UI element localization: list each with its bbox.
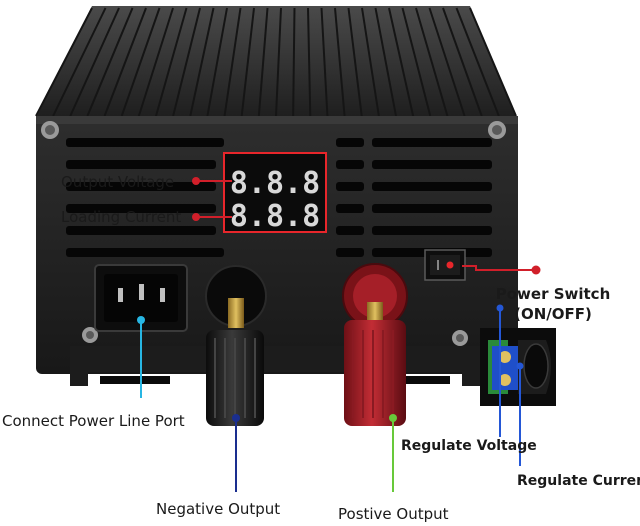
power-inlet-port[interactable] bbox=[94, 264, 188, 332]
power-switch-state-label: (ON/OFF) bbox=[514, 305, 592, 323]
housing-top bbox=[35, 6, 517, 118]
led-display: 8.8.8 8.8.8 bbox=[223, 152, 327, 234]
loading-current-readout: 8.8.8 bbox=[230, 199, 320, 234]
loading-current-label: Loading Current bbox=[61, 208, 182, 226]
output-voltage-label: Output Voltage bbox=[61, 173, 175, 191]
power-switch[interactable] bbox=[424, 249, 466, 281]
positive-output-terminal[interactable] bbox=[342, 263, 408, 426]
mounting-flange bbox=[70, 346, 480, 386]
regulate-voltage-label: Regulate Voltage bbox=[401, 438, 537, 454]
connect-power-line-port-label: Connect Power Line Port bbox=[2, 412, 185, 430]
callout-leaders bbox=[137, 177, 541, 492]
negative-output-terminal[interactable] bbox=[205, 265, 267, 426]
corner-screws bbox=[41, 121, 506, 346]
output-voltage-readout: 8.8.8 bbox=[230, 166, 320, 201]
positive-output-label: Postive Output bbox=[338, 505, 449, 523]
negative-output-label: Negative Output bbox=[156, 500, 281, 518]
vent-slots bbox=[66, 138, 492, 257]
regulate-current-label: Regulate Current bbox=[517, 473, 640, 489]
power-switch-label: Power Switch bbox=[495, 285, 611, 303]
